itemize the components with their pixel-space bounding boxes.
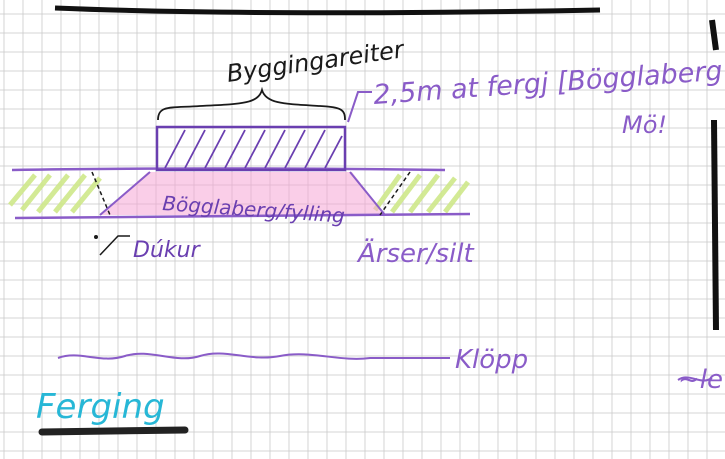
bedrock-line (57, 352, 450, 360)
slope-right (379, 171, 411, 216)
label-title: Ferging (36, 387, 165, 427)
cloth-dot (94, 235, 98, 239)
embankment-outline (99, 171, 386, 216)
right-edge-mark (711, 119, 719, 331)
brace-top (157, 86, 346, 121)
label-soil: Ärser/silt (356, 237, 474, 269)
label-cloth: Dúkur (133, 238, 202, 263)
ground-hatch-left (8, 173, 102, 214)
building-hatch (164, 129, 343, 169)
title-underline (38, 426, 189, 436)
label-edge-right: ~le (678, 365, 723, 395)
fill-embankment (100, 172, 385, 215)
label-bedrock: Klöpp (455, 345, 528, 375)
label-depth-note-cont: Mö! (622, 111, 667, 139)
depth-pointer (347, 91, 372, 123)
paper-top-edge (54, 5, 601, 16)
excavation-bottom-line (14, 212, 471, 220)
label-depth-note: 2,5m at fergj [Bögglaberg (372, 56, 723, 111)
cloth-pointer (99, 235, 130, 256)
building-block (155, 125, 347, 172)
ground-hatch-right (372, 173, 470, 214)
bedrock-line-right (677, 376, 713, 382)
ground-surface-line (11, 167, 446, 172)
right-edge-mark-top (709, 19, 719, 51)
